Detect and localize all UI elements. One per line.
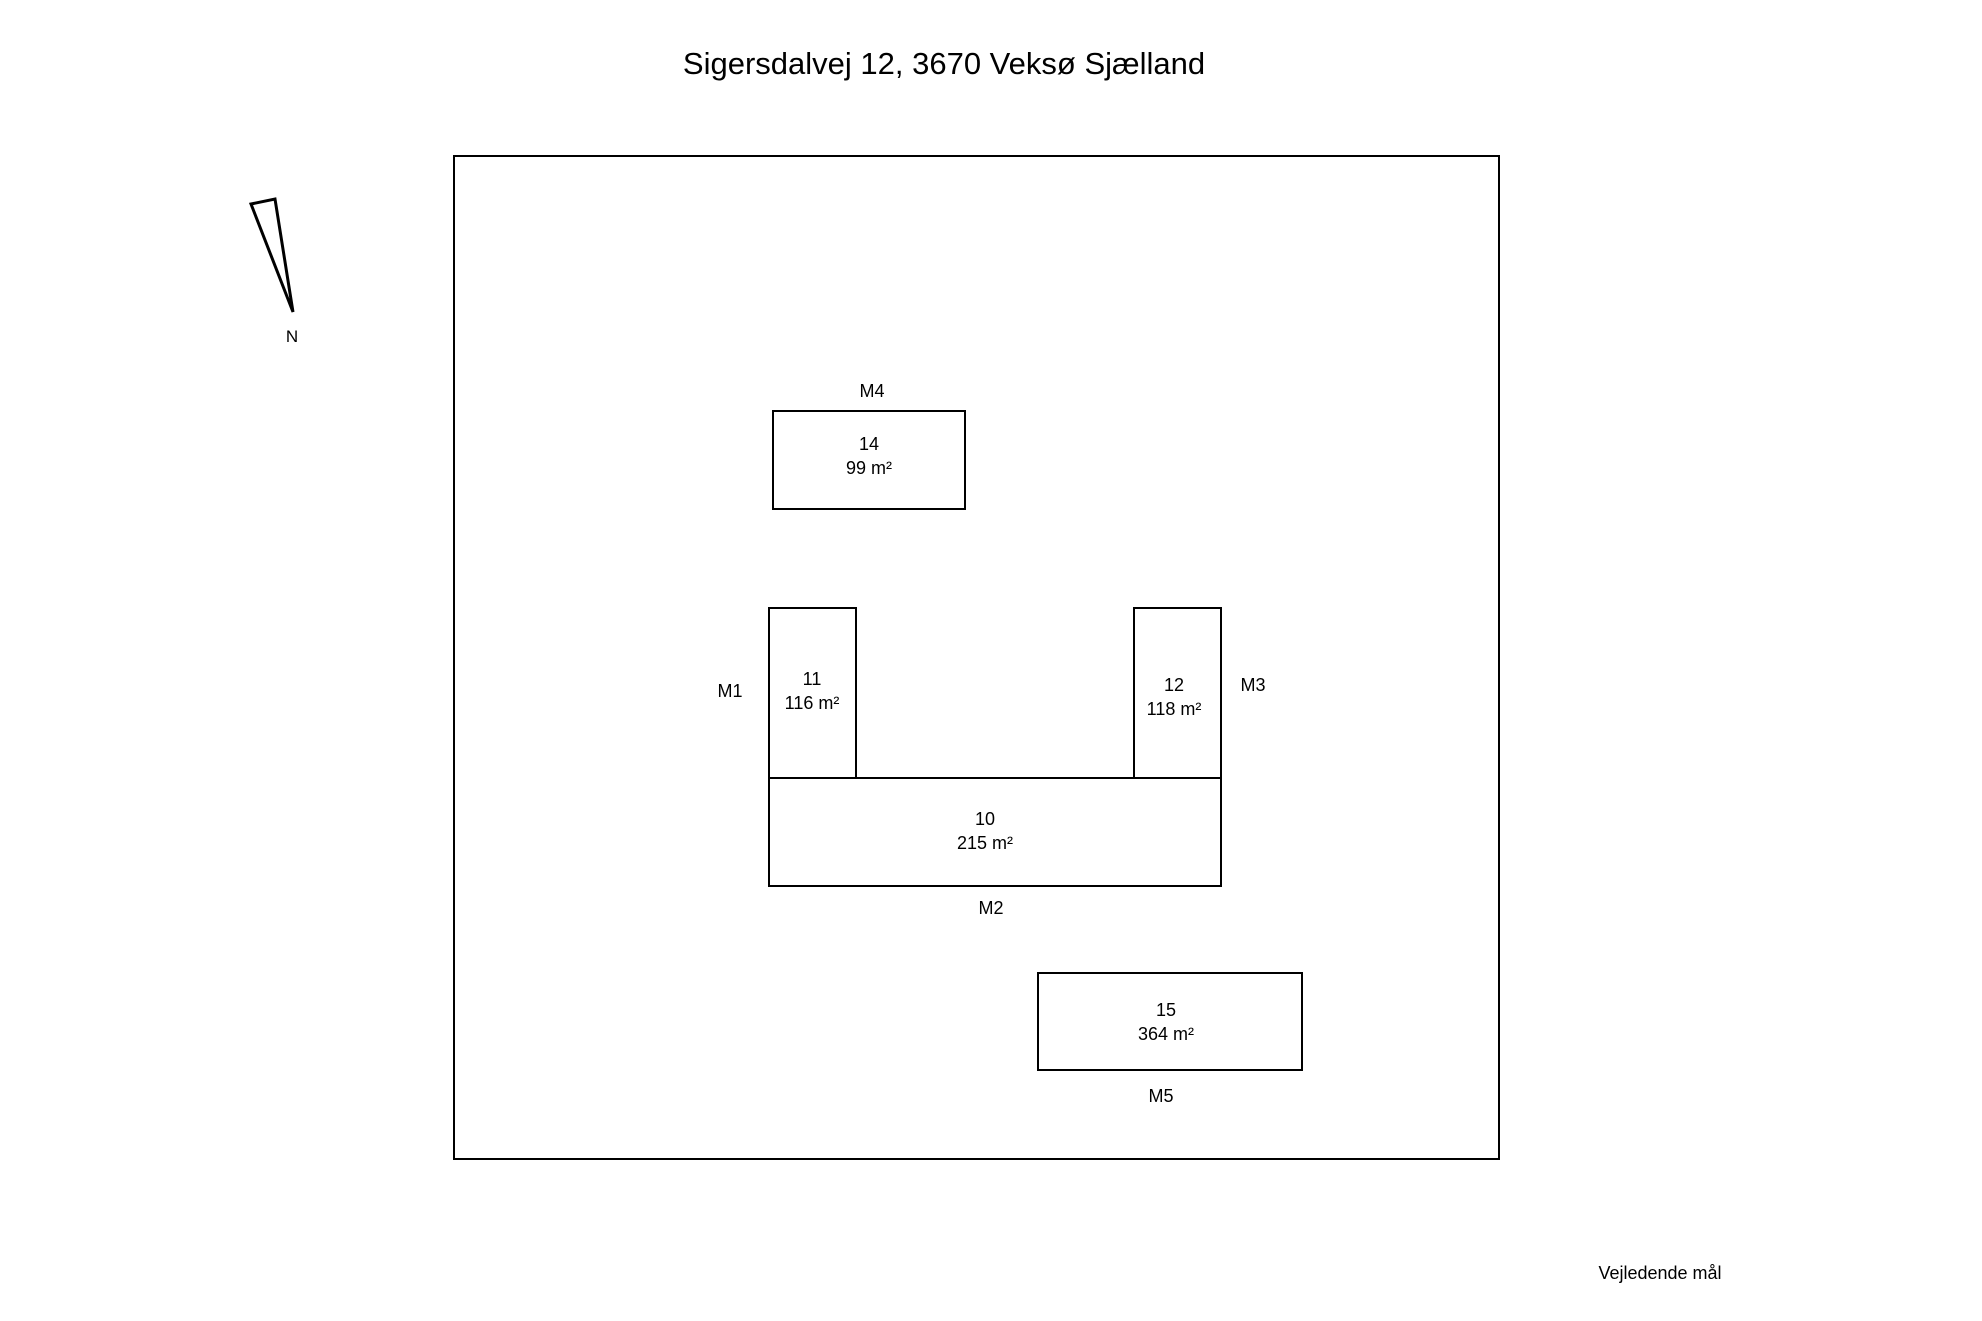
building-14-number: 14 bbox=[858, 434, 880, 454]
building-15 bbox=[1037, 972, 1303, 1071]
building-10-area: 215 m² bbox=[956, 833, 1014, 853]
building-10 bbox=[768, 777, 1222, 887]
marker-m4: M4 bbox=[859, 381, 885, 401]
footer-note: Vejledende mål bbox=[1598, 1263, 1722, 1283]
building-11-number: 11 bbox=[802, 669, 822, 689]
marker-m3: M3 bbox=[1240, 675, 1266, 695]
building-10-number: 10 bbox=[974, 809, 996, 829]
building-11-label: 11 116 m² bbox=[712, 667, 912, 715]
building-14-area: 99 m² bbox=[845, 458, 892, 478]
building-15-area: 364 m² bbox=[1137, 1024, 1195, 1044]
building-12 bbox=[1133, 607, 1222, 779]
plot-boundary bbox=[453, 155, 1500, 1160]
building-15-label: 15 364 m² bbox=[1066, 998, 1266, 1046]
marker-m1: M1 bbox=[717, 681, 743, 701]
diagram-title: Sigersdalvej 12, 3670 Veksø Sjælland bbox=[682, 46, 1206, 81]
marker-m2: M2 bbox=[978, 898, 1004, 918]
building-11 bbox=[768, 607, 857, 779]
building-14-label: 14 99 m² bbox=[769, 432, 969, 480]
building-11-area: 116 m² bbox=[784, 693, 840, 713]
building-15-number: 15 bbox=[1155, 1000, 1177, 1020]
building-12-number: 12 bbox=[1163, 675, 1185, 695]
north-arrow-icon bbox=[248, 197, 295, 313]
building-12-label: 12 118 m² bbox=[1074, 673, 1274, 721]
building-14 bbox=[772, 410, 966, 510]
north-label: N bbox=[285, 327, 299, 346]
marker-m5: M5 bbox=[1148, 1086, 1174, 1106]
building-12-area: 118 m² bbox=[1146, 699, 1202, 719]
building-10-label: 10 215 m² bbox=[885, 807, 1085, 855]
